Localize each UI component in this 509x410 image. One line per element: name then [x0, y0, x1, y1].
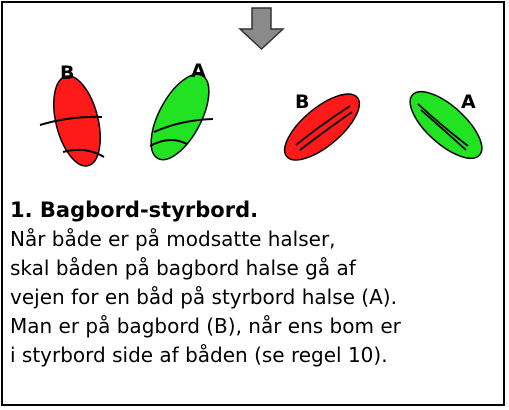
rule-line: Når både er på modsatte halser, — [10, 227, 336, 251]
rule-title: 1. Bagbord-styrbord. — [10, 198, 259, 222]
rule-card — [1, 1, 505, 406]
port-tack-boat-heeling: B — [283, 91, 361, 161]
rule-line: i styrbord side af båden (se regel 10). — [10, 343, 388, 367]
rule-description: 1. Bagbord-styrbord. Når både er på mods… — [10, 195, 502, 370]
boat-label-a: A — [191, 60, 206, 82]
rule-line: Man er på bagbord (B), når ens bom er — [10, 314, 401, 338]
boat-label-b: B — [60, 62, 74, 84]
boat-diagram: B A B A — [39, 7, 483, 167]
boat-label-b-2: B — [295, 91, 309, 113]
starboard-tack-boat-heeling: A — [409, 90, 483, 160]
rule-line: vejen for en båd på styrbord halse (A). — [10, 285, 397, 309]
starboard-tack-boat: A — [149, 60, 214, 161]
boat-label-a-2: A — [461, 91, 476, 113]
port-tack-boat: B — [39, 62, 105, 167]
rule-line: skal båden på bagbord halse gå af — [10, 256, 356, 280]
down-arrow-icon — [238, 7, 285, 51]
